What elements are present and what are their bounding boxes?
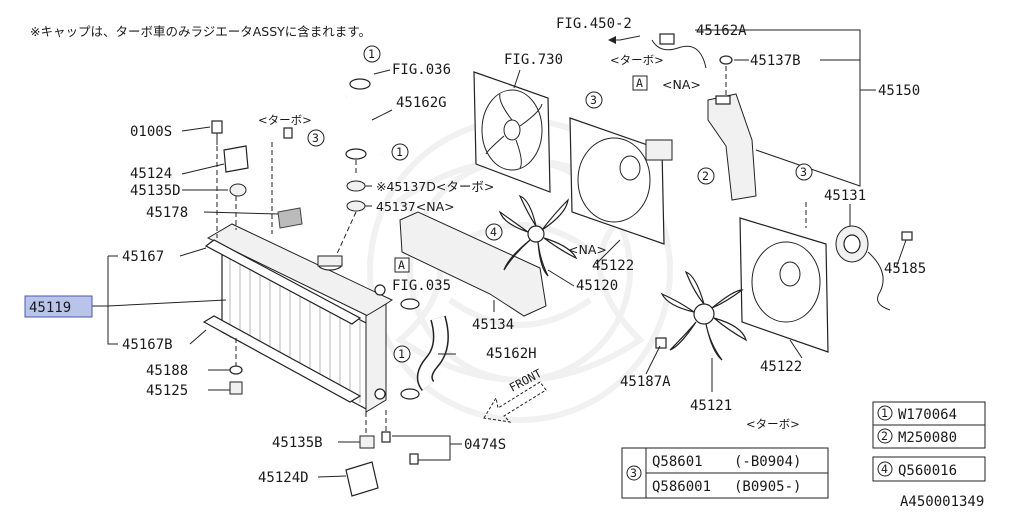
fan-shroud-fig730 [473, 71, 551, 193]
svg-text:2: 2 [881, 429, 888, 443]
part-labels: 0100S 45124 45135D 45178 45167 45167B 45… [122, 16, 926, 486]
legend-3-range-b: (B0905-) [734, 479, 801, 495]
svg-text:2: 2 [702, 169, 709, 183]
legend-3-code-b: Q586001 [652, 479, 711, 495]
left-hardware [211, 120, 419, 497]
label-45124D: 45124D [258, 470, 309, 486]
label-na-fan: <NA> [568, 242, 607, 257]
label-45121: 45121 [690, 398, 732, 414]
leader-lines [92, 29, 907, 478]
legend-1-2: 1 W170064 2 M250080 [872, 401, 986, 449]
svg-text:3: 3 [590, 93, 597, 107]
label-45122-right: 45122 [760, 359, 802, 375]
label-na-top: <NA> [662, 77, 701, 92]
label-45119: 45119 [29, 300, 71, 316]
label-fig730: FIG.730 [504, 52, 563, 68]
label-45150: 45150 [878, 83, 920, 99]
shroud-45122-center [569, 117, 673, 245]
svg-text:4: 4 [490, 225, 497, 239]
svg-text:A: A [398, 258, 405, 272]
svg-text:FRONT: FRONT [507, 366, 544, 395]
upper-hose [333, 78, 388, 160]
label-45131: 45131 [824, 188, 866, 204]
svg-text:A: A [636, 76, 643, 90]
label-45187A: 45187A [620, 374, 671, 390]
highlighted-part-45119[interactable]: 45119 [24, 295, 93, 318]
label-0474S: 0474S [464, 437, 506, 453]
svg-text:3: 3 [800, 165, 807, 179]
bolt-45187A [655, 337, 667, 349]
label-45162A: 45162A [696, 23, 747, 39]
label-turbo-left: <ターボ> [258, 113, 312, 127]
label-45162G: 45162G [396, 95, 447, 111]
reserve-tank [651, 33, 757, 201]
label-45137D: ※45137D<ターボ> [376, 179, 494, 194]
figure-id: A450001349 [900, 494, 984, 510]
legend-code-2: M250080 [898, 430, 957, 446]
label-45122-center: 45122 [592, 258, 634, 274]
label-0100S: 0100S [130, 124, 172, 140]
legend-3-code-a: Q58601 [652, 454, 703, 470]
legend-code-4: Q560016 [898, 463, 957, 479]
label-45162H: 45162H [486, 346, 537, 362]
label-45137NA: 45137<NA> [376, 199, 455, 214]
svg-text:3: 3 [630, 466, 637, 480]
svg-text:1: 1 [368, 47, 375, 61]
label-45135B: 45135B [272, 435, 323, 451]
label-45188: 45188 [146, 363, 188, 379]
label-45120: 45120 [576, 278, 618, 294]
label-45167: 45167 [122, 249, 164, 265]
label-45135D: 45135D [130, 183, 181, 199]
fan-45120 [498, 194, 578, 277]
svg-text:1: 1 [398, 347, 405, 361]
shroud-45134 [399, 211, 547, 317]
label-45124: 45124 [130, 166, 172, 182]
legend-4: 4 Q560016 [872, 456, 986, 482]
fan-45121 [660, 270, 747, 361]
motor-45131 [835, 225, 913, 311]
legend-code-1: W170064 [898, 407, 957, 423]
callouts: 1 1 1 3 3 3 2 4 A A [307, 45, 813, 363]
lower-hose [400, 298, 449, 400]
svg-text:1: 1 [881, 406, 888, 420]
svg-text:1: 1 [396, 145, 403, 159]
label-fig035: FIG.035 [392, 278, 451, 294]
legend-3-range-a: (-B0904) [734, 454, 801, 470]
legend-3: 3 Q58601 (-B0904) Q586001 (B0905-) [621, 447, 829, 499]
label-45125: 45125 [146, 383, 188, 399]
svg-text:4: 4 [881, 462, 888, 476]
radiator [202, 207, 394, 413]
label-45137B: 45137B [750, 53, 801, 69]
label-fig036: FIG.036 [392, 62, 451, 78]
shroud-45122-right [739, 217, 829, 353]
svg-text:3: 3 [312, 131, 319, 145]
label-45185: 45185 [884, 261, 926, 277]
label-fig450: FIG.450-2 [556, 16, 632, 32]
label-turbo-top: <ターボ> [610, 53, 664, 67]
label-45167B: 45167B [122, 337, 173, 353]
label-45134: 45134 [472, 317, 514, 333]
top-note: ※キャップは、ターボ車のみラジエータASSYに含まれます。 [30, 24, 371, 39]
caps [346, 180, 366, 212]
label-45178: 45178 [146, 205, 188, 221]
label-turbo-bottom: <ターボ> [746, 417, 800, 431]
